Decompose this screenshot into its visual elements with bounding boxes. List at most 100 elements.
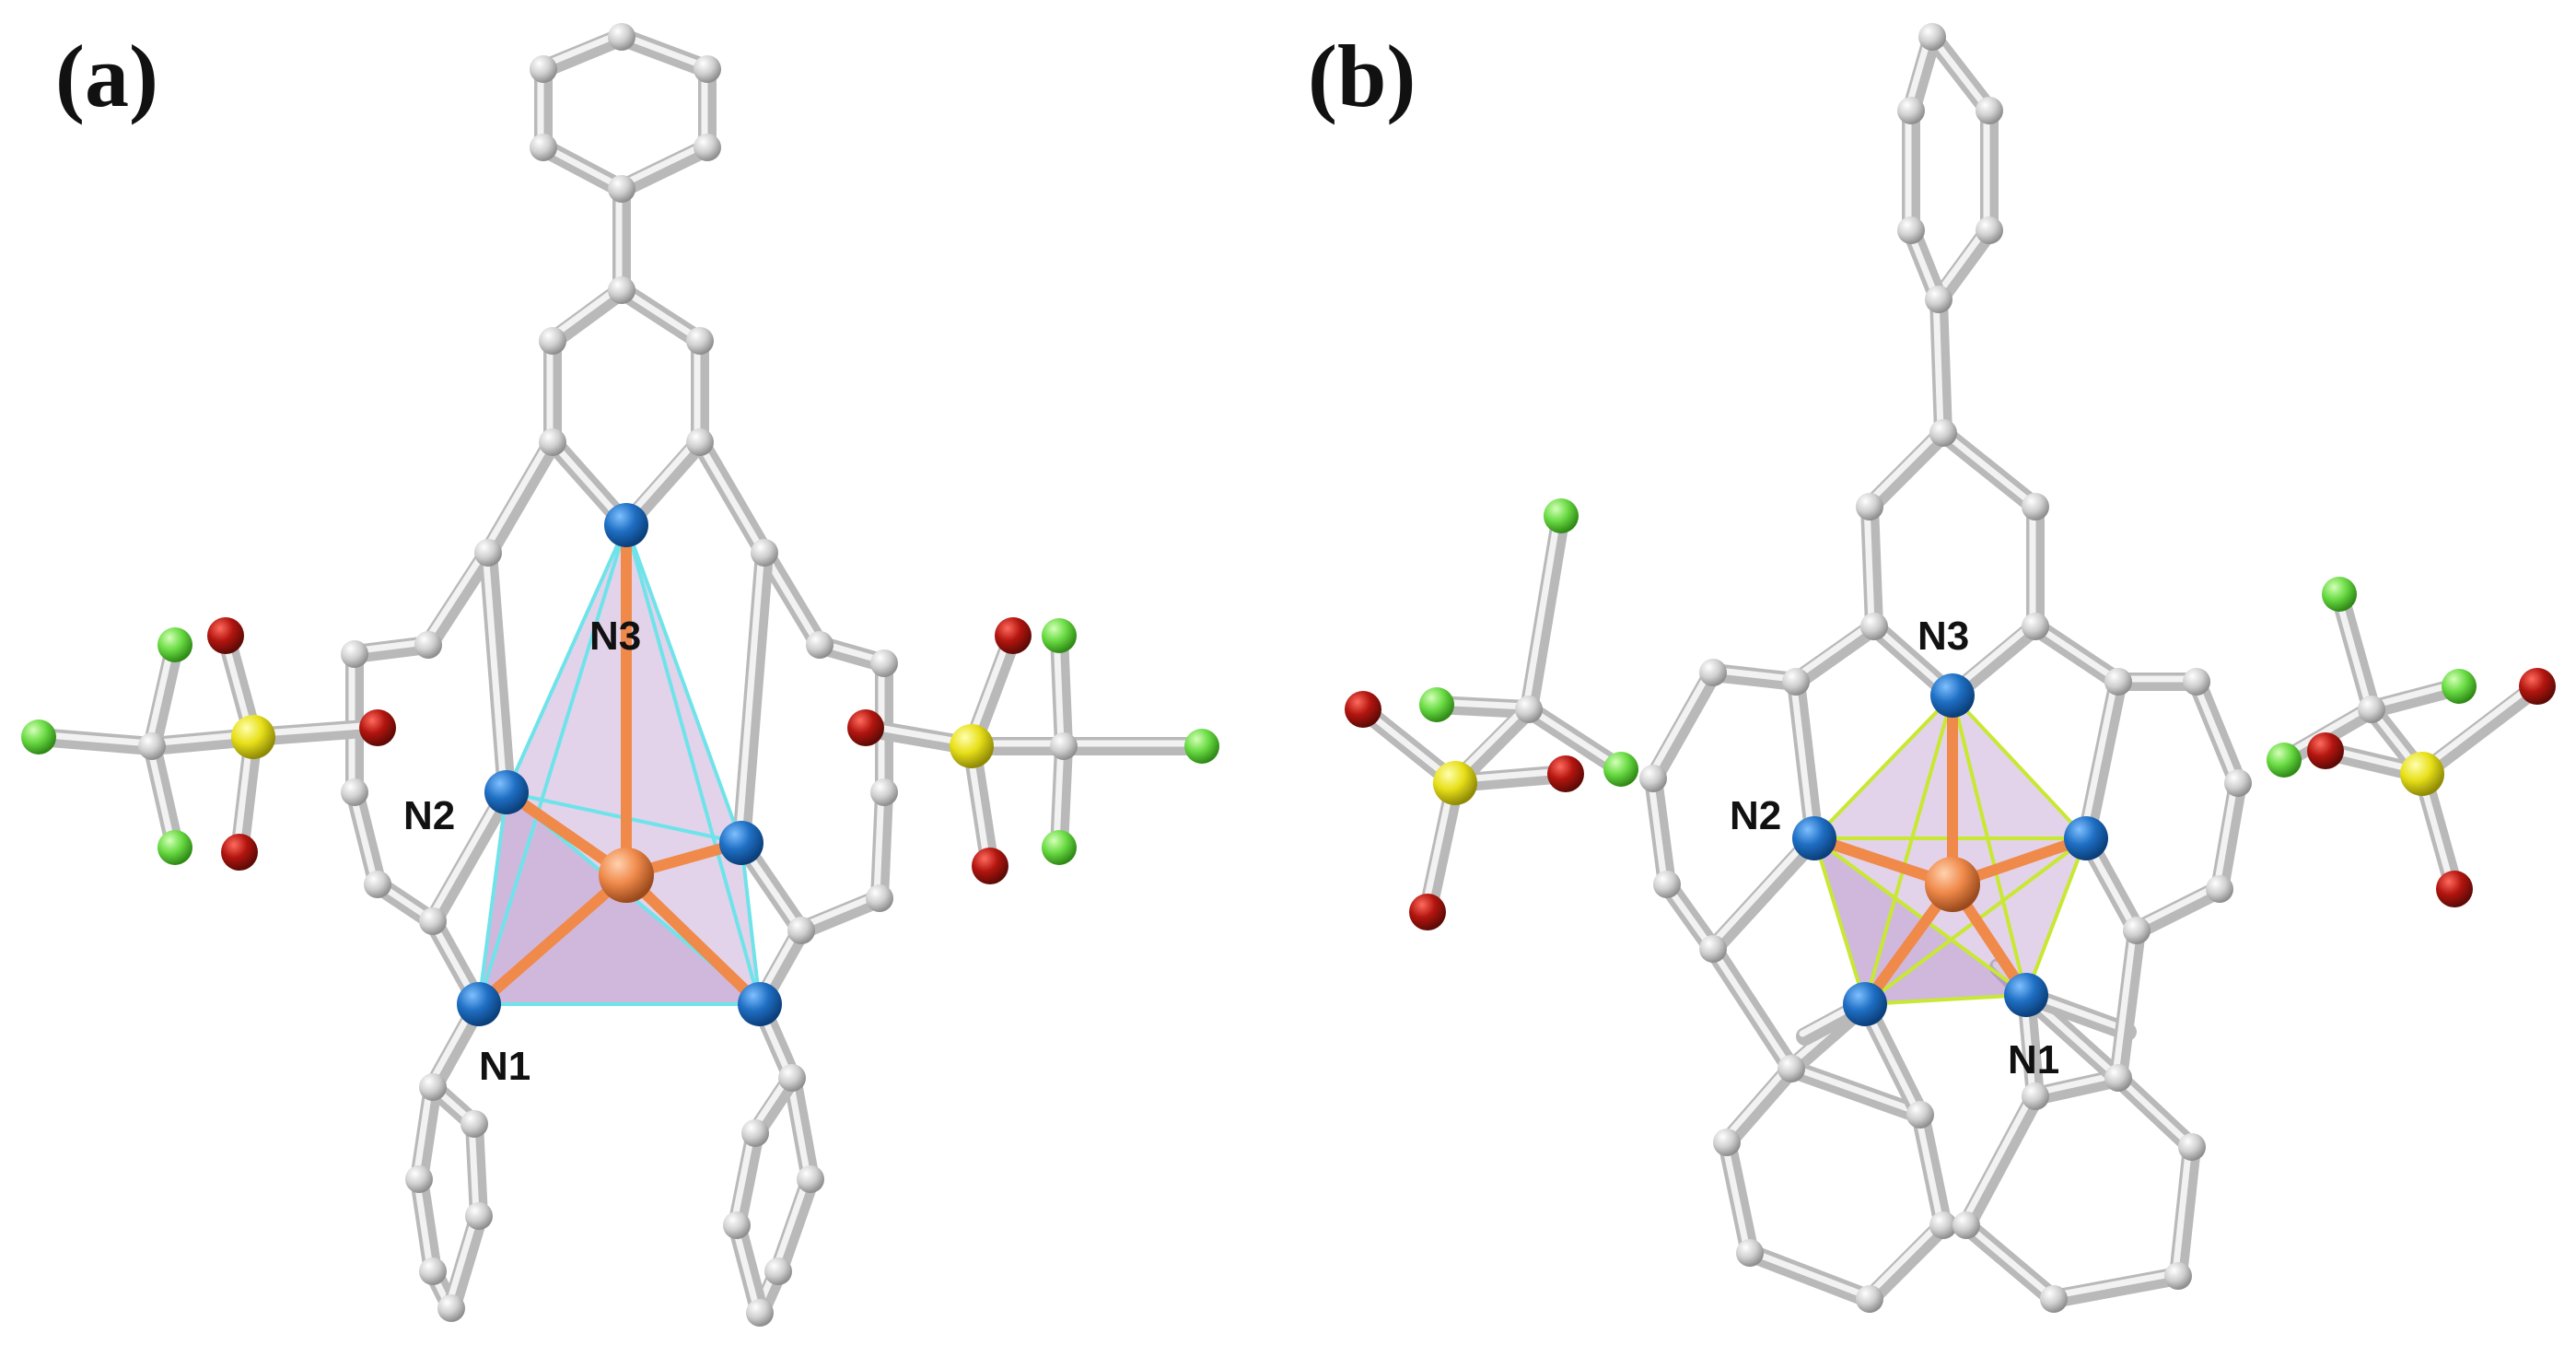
carbon-atom [2358,696,2385,723]
polyhedron-edge [624,524,762,1005]
nitrogen-atom [719,821,763,865]
nitrogen-atom [604,503,648,547]
carbon-atom [1929,1211,1957,1239]
carbon-atom [539,327,566,355]
panel-a-label-n1: N1 [479,1044,530,1089]
panel-b [1345,23,2556,1313]
carbon-atom [746,1299,774,1327]
carbon-atom [608,175,635,203]
oxygen-atom [359,709,396,746]
bond [419,544,497,654]
fluorine-atom [2322,577,2357,612]
bond [442,1207,488,1317]
carbon-atom [870,649,898,677]
polyhedron-edge [1951,695,2028,996]
bond-highlight [445,1210,480,1309]
carbon-atom [694,134,721,161]
oxygen-atom [1345,691,1381,728]
oxygen-atom [995,617,1032,654]
bond-highlight [1647,772,1668,885]
bond [728,1124,764,1234]
panel-b-atoms [1345,23,2556,1313]
bond [1704,829,1824,958]
fluorine-atom [157,830,192,865]
polyhedron-edge [477,791,508,1005]
carbon-atom [364,871,391,898]
bond [543,281,631,350]
bond [612,138,717,198]
panel-b-label-n1: N1 [2008,1037,2059,1082]
bond-highlight [1789,620,1875,683]
fluorine-atom [1042,830,1077,865]
carbon-atom [608,23,635,51]
panel-a-coordination-polyhedron [473,520,765,1010]
fluorine-atom [1603,752,1638,787]
bond-highlight [1960,1090,2036,1226]
bond [1860,1216,1952,1308]
polyhedron-edge [2024,837,2088,996]
carbon-atom [1713,1129,1741,1156]
bond-highlight [2172,1141,2193,1277]
bond-highlight [1932,293,1944,434]
polyhedron-edge [1813,837,1867,1005]
bond-highlight [2190,675,2239,784]
panel-a-atoms [21,23,1219,1327]
nitrogen-atom [457,982,501,1026]
carbon-atom [2123,917,2151,944]
bond-highlight [546,284,623,342]
nitrogen-atom [2004,973,2048,1017]
carbon-atom [764,1258,792,1285]
polyhedron-edge [505,524,628,793]
oxygen-atom [2307,732,2344,769]
carbon-atom [1515,696,1543,723]
bond-highlight [1863,1219,1944,1300]
carbon-atom [806,631,833,659]
bond [1957,1087,2045,1234]
carbon-atom [751,539,778,567]
bond [2026,1069,2127,1105]
panel-b-label: (b) [1308,27,1416,125]
carbon-atom [1050,732,1078,760]
carbon-atom [405,1165,433,1193]
polyhedron-edge [477,524,628,1005]
sulfur-atom [950,724,994,768]
carbon-atom [2104,1064,2132,1092]
carbon-atom [608,276,635,304]
nitrogen-atom [738,982,782,1026]
carbon-atom [686,327,714,355]
carbon-atom [1699,935,1727,963]
carbon-atom [465,1202,493,1230]
carbon-atom [474,539,502,567]
bond-highlight [735,546,765,844]
panel-b-label-n2: N2 [1730,793,1781,838]
carbon-atom [530,55,557,83]
bond-highlight [1647,666,1714,779]
oxygen-atom [847,709,884,746]
carbon-atom [414,631,442,659]
carbon-atom [686,428,714,456]
carbon-atom [1918,23,1946,51]
bond-highlight [1932,224,1990,300]
oxygen-atom [1547,755,1584,792]
oxygen-atom [972,848,1008,884]
carbon-atom [2104,668,2132,696]
carbon-atom [341,640,368,668]
bond [1644,663,1722,788]
panel-a-label-n2: N2 [403,793,455,838]
nitrogen-atom [484,770,529,814]
bond [1929,221,1999,309]
bond-highlight [1522,509,1562,710]
metal-atom [599,848,654,903]
carbon-atom [2022,613,2049,640]
bond-highlight [482,436,554,554]
carbon-atom [2040,1285,2068,1313]
carbon-atom [866,884,893,912]
bond [2077,673,2127,848]
carbon-atom [2224,769,2252,797]
bond [424,783,516,930]
oxygen-atom [2436,871,2473,907]
carbon-atom [419,907,447,935]
bond-highlight [2213,777,2239,890]
bond-highlight [482,546,507,793]
carbon-atom [741,1119,769,1147]
